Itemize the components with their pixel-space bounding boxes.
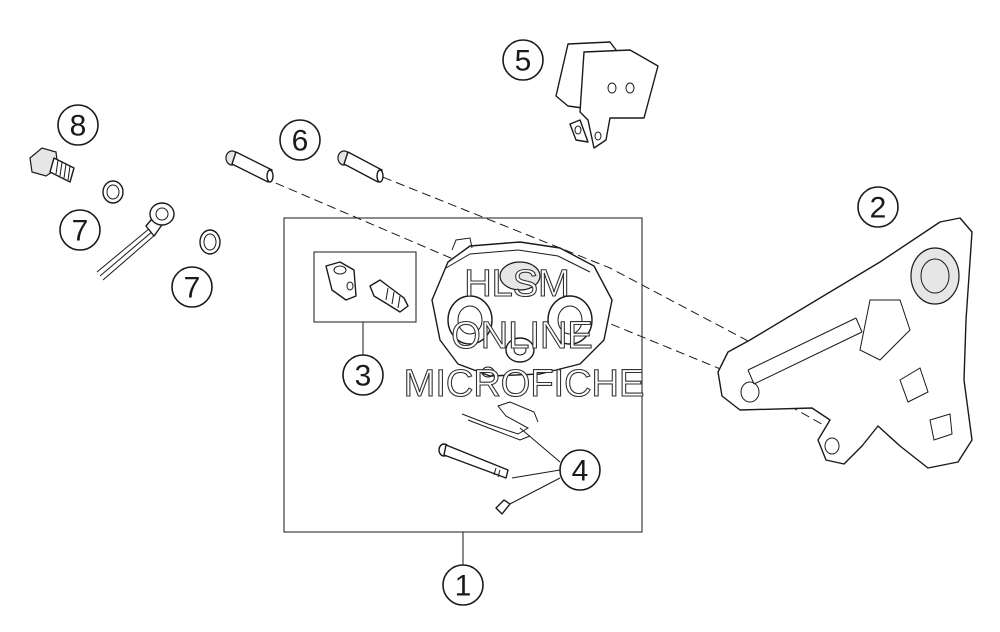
callout-7-lower: 7: [171, 266, 213, 308]
bleeder-cap: [325, 261, 357, 301]
spring-clip: [461, 401, 539, 441]
guide-pin-right: [337, 150, 384, 183]
sealing-washer-lower: [199, 229, 221, 255]
svg-text:2: 2: [870, 192, 887, 225]
svg-text:7: 7: [72, 215, 89, 248]
callout-1: 1: [442, 564, 484, 606]
bleeder-kit-box: [313, 251, 417, 323]
callout-7-upper: 7: [59, 209, 101, 251]
callout-5: 5: [502, 39, 544, 81]
svg-text:4: 4: [572, 455, 589, 488]
guide-pin-left: [225, 150, 274, 183]
callout-2: 2: [857, 186, 899, 228]
svg-text:6: 6: [292, 125, 309, 158]
svg-text:1: 1: [455, 570, 472, 603]
svg-text:5: 5: [515, 45, 532, 78]
brake-pads: [555, 41, 659, 149]
caliper-kit-box: [283, 217, 643, 533]
svg-text:7: 7: [184, 272, 201, 305]
watermark-line-2: ONLINE: [451, 315, 592, 357]
pin-retainer: [495, 499, 511, 515]
leader-lines: [362, 322, 561, 565]
watermark: HLSM ONLINE MICROFICHE: [403, 262, 645, 405]
callout-6: 6: [279, 119, 321, 161]
caliper-bracket: [717, 217, 973, 469]
svg-text:8: 8: [70, 110, 87, 143]
watermark-line-3: MICROFICHE: [404, 363, 645, 405]
banjo-bolt: [29, 147, 75, 183]
brake-line: [96, 202, 175, 281]
bleeder-screw: [369, 279, 409, 313]
pad-pin: [438, 443, 509, 479]
sealing-washer-upper: [102, 180, 124, 204]
callout-4: 4: [559, 449, 601, 491]
svg-text:3: 3: [355, 360, 372, 393]
callout-3: 3: [342, 354, 384, 396]
caliper-body: [431, 237, 613, 378]
watermark-line-1: HLSM: [464, 263, 570, 305]
callout-8: 8: [57, 104, 99, 146]
